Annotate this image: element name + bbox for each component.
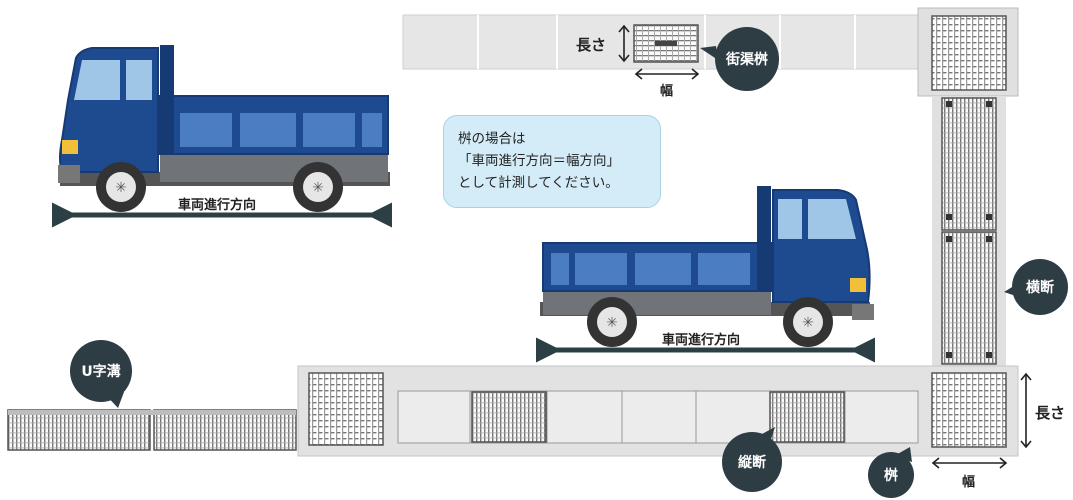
vertical-ditch — [932, 96, 1006, 366]
longitudinal-grate-2 — [769, 391, 845, 443]
svg-text:✳: ✳ — [802, 315, 814, 331]
width-label-right: 幅 — [962, 475, 976, 490]
truck-right-facing: ✳ ✳ — [540, 186, 874, 347]
u-ditch — [7, 409, 297, 451]
svg-text:✳: ✳ — [606, 315, 618, 331]
callout-u-ditch: U字溝 — [70, 340, 132, 402]
bottom-left-basin — [308, 372, 384, 446]
truck-direction-label-1: 車両進行方向 — [178, 198, 257, 213]
callout-street-catch-basin: 街渠桝 — [715, 27, 779, 91]
callout-cross-section: 横断 — [1012, 259, 1068, 315]
corner-basin-top — [917, 7, 1019, 97]
length-label-right: 長さ — [1035, 404, 1066, 422]
corner-basin-bottom — [931, 372, 1007, 448]
measurement-note: 桝の場合は 「車両進行方向＝幅方向」 として計測してください。 — [443, 115, 661, 208]
note-line-1: 桝の場合は — [458, 131, 526, 147]
note-line-3: として計測してください。 — [458, 175, 619, 191]
truck-left-facing: ✳ ✳ — [58, 45, 390, 212]
svg-text:✳: ✳ — [115, 180, 127, 196]
svg-text:✳: ✳ — [312, 180, 324, 196]
width-label-top: 幅 — [660, 84, 674, 99]
callout-catch-basin: 桝 — [868, 452, 914, 498]
note-line-2: 「車両進行方向＝幅方向」 — [458, 153, 620, 169]
top-length-arrow — [618, 24, 630, 63]
street-catch-basin-grate — [633, 24, 699, 63]
longitudinal-grate-1 — [471, 391, 547, 443]
bottom-road-strip — [297, 365, 1019, 457]
truck-direction-label-2: 車両進行方向 — [662, 333, 741, 348]
callout-longitudinal: 縦断 — [722, 432, 782, 492]
length-label-top: 長さ — [576, 36, 607, 54]
right-width-arrow — [931, 457, 1008, 469]
right-length-arrow — [1020, 372, 1032, 449]
top-width-arrow — [634, 68, 700, 80]
